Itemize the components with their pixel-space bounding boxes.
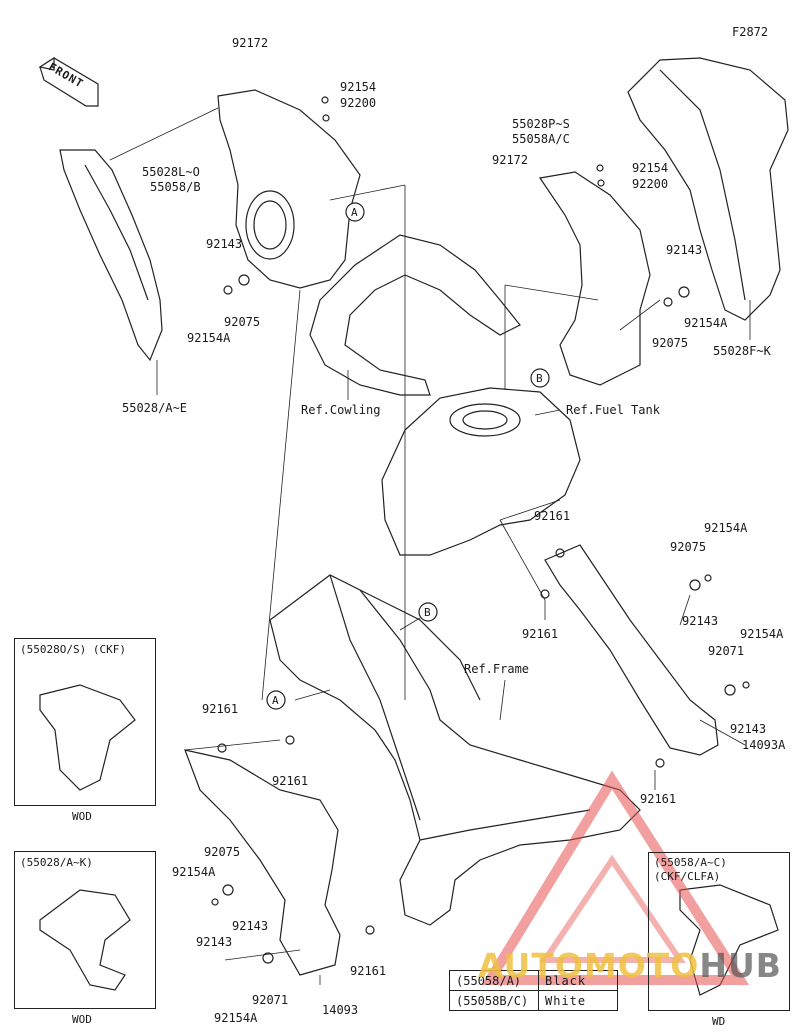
callout-b-frame: B bbox=[424, 606, 431, 619]
label-55058B: 55058/B bbox=[150, 180, 201, 194]
color-name-cell: White bbox=[538, 990, 618, 1011]
figure-code: F2872 bbox=[732, 25, 769, 39]
inset-1-code: WOD bbox=[72, 810, 92, 823]
label-92200-top: 92200 bbox=[340, 96, 377, 110]
label-92161-d: 92161 bbox=[202, 702, 239, 716]
color-table: (55058/A) Black (55058B/C) White bbox=[449, 970, 618, 1011]
label-92161-c: 92161 bbox=[640, 792, 677, 806]
watermark-part1: AUTOMOTO bbox=[478, 946, 700, 985]
label-92154A-bottom: 92154A bbox=[172, 865, 216, 879]
inset-box-2 bbox=[14, 851, 156, 1009]
inset-3-title-line1: (55058/A~C) (CKF/CLFA) bbox=[654, 856, 784, 884]
label-92161-e: 92161 bbox=[272, 774, 309, 788]
color-code-cell: (55058B/C) bbox=[449, 990, 539, 1011]
upper-left-cover bbox=[217, 89, 361, 289]
inset-2-title: (55028/A~K) bbox=[20, 856, 93, 869]
label-92200-right: 92200 bbox=[632, 177, 669, 191]
label-14093A: 14093A bbox=[742, 738, 786, 752]
frame bbox=[269, 574, 641, 926]
label-55028P-S: 55028P~S bbox=[512, 117, 570, 131]
fuel-tank bbox=[381, 387, 581, 556]
inset1-part bbox=[39, 684, 136, 791]
hardware bbox=[211, 96, 750, 964]
label-ref-frame: Ref.Frame bbox=[464, 662, 530, 676]
label-92154A-mid2: 92154A bbox=[740, 627, 784, 641]
left-side-panel bbox=[59, 149, 163, 362]
label-ref-fuel-tank: Ref.Fuel Tank bbox=[566, 403, 660, 417]
cowling bbox=[309, 234, 521, 396]
label-92154-right: 92154 bbox=[632, 161, 669, 175]
label-ref-cowling: Ref.Cowling bbox=[301, 403, 381, 417]
label-92172-top: 92172 bbox=[232, 36, 269, 50]
label-92154A-right: 92154A bbox=[684, 316, 728, 330]
inset-3-title: (55058/A~C) (CKF/CLFA) bbox=[654, 856, 727, 883]
color-name-cell: Black bbox=[538, 970, 618, 991]
label-92143-left: 92143 bbox=[206, 237, 243, 251]
label-92075-bottom: 92075 bbox=[204, 845, 241, 859]
label-92154-top: 92154 bbox=[340, 80, 377, 94]
leader-lines bbox=[109, 107, 751, 985]
callout-a-circle-frame bbox=[266, 690, 286, 710]
watermark-part2: HUB bbox=[699, 946, 782, 985]
label-92071-bottom: 92071 bbox=[252, 993, 289, 1007]
inset-1-title: (55028O/S) (CKF) bbox=[20, 643, 126, 656]
label-92143-right: 92143 bbox=[666, 243, 703, 257]
inset-box-1 bbox=[14, 638, 156, 806]
inset-3-code: WD bbox=[712, 1015, 726, 1028]
label-55028L-O: 55028L~O bbox=[142, 165, 200, 179]
label-92154A-mid: 92154A bbox=[704, 521, 748, 535]
right-inner-cover bbox=[538, 171, 651, 386]
inset-2-code: WOD bbox=[72, 1013, 92, 1026]
callout-a-circle-top bbox=[345, 202, 365, 222]
callout-b-right: B bbox=[536, 372, 543, 385]
callout-b-circle-frame bbox=[418, 602, 438, 622]
label-92172-right: 92172 bbox=[492, 153, 529, 167]
label-92075-right: 92075 bbox=[652, 336, 689, 350]
label-92071-mid: 92071 bbox=[708, 644, 745, 658]
label-92143-bottom2: 92143 bbox=[196, 935, 233, 949]
callout-a-frame: A bbox=[272, 694, 279, 707]
label-92143-mid: 92143 bbox=[682, 614, 719, 628]
label-55028A-E: 55028/A~E bbox=[122, 401, 188, 415]
label-92143-mid2: 92143 bbox=[730, 722, 767, 736]
front-arrow-icon bbox=[38, 56, 99, 107]
label-92154A-bottom2: 92154A bbox=[214, 1011, 258, 1025]
inset2-part bbox=[39, 889, 131, 991]
watermark: AUTOMOTOHUB bbox=[478, 946, 782, 985]
callout-a-top: A bbox=[351, 206, 358, 219]
label-92161-a: 92161 bbox=[534, 509, 571, 523]
label-92075-left: 92075 bbox=[224, 315, 261, 329]
left-lower-cowl bbox=[184, 749, 341, 976]
label-92161-f: 92161 bbox=[350, 964, 387, 978]
label-55028F-K: 55028F~K bbox=[713, 344, 771, 358]
label-55058A-C: 55058A/C bbox=[512, 132, 570, 146]
right-upper-cover bbox=[627, 57, 789, 321]
label-92154A-left: 92154A bbox=[187, 331, 231, 345]
label-14093: 14093 bbox=[322, 1003, 359, 1017]
right-lower-cowl bbox=[544, 544, 719, 756]
inset-box-3 bbox=[648, 852, 790, 1011]
callout-b-circle-right bbox=[530, 368, 550, 388]
label-92161-b: 92161 bbox=[522, 627, 559, 641]
table-row: (55058B/C) White bbox=[449, 990, 618, 1011]
label-92075-mid: 92075 bbox=[670, 540, 707, 554]
label-92143-bottom: 92143 bbox=[232, 919, 269, 933]
